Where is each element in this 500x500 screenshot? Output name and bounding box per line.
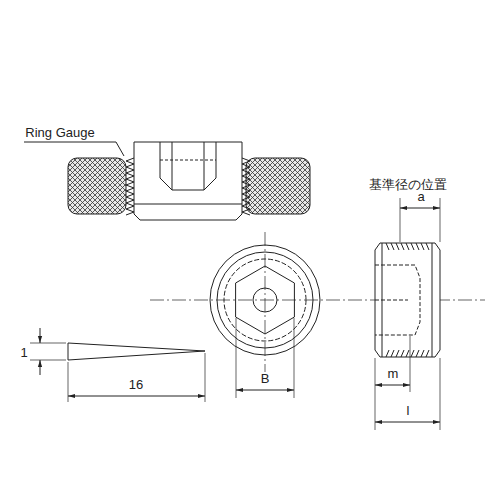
- dimension-label: a: [416, 190, 425, 203]
- dimension-label: B: [260, 372, 271, 385]
- note-label: 基準径の位置: [368, 178, 448, 191]
- thread-line: [426, 243, 429, 357]
- thread-line: [411, 243, 414, 357]
- thread-line: [406, 243, 409, 357]
- part-label: Ring Gauge: [24, 126, 95, 139]
- dimension-label: l: [406, 404, 411, 417]
- screw-thread: [126, 158, 134, 215]
- thread-line: [391, 243, 394, 357]
- dimension-label: 16: [128, 378, 144, 391]
- thread-line: [416, 243, 419, 357]
- thread-line: [386, 243, 389, 357]
- dimension-label: m: [387, 367, 400, 380]
- thread-line: [396, 243, 399, 357]
- dimension-label: 1: [19, 346, 28, 359]
- thread-line: [421, 243, 424, 357]
- thread-line: [401, 243, 404, 357]
- screw-thread: [242, 158, 250, 215]
